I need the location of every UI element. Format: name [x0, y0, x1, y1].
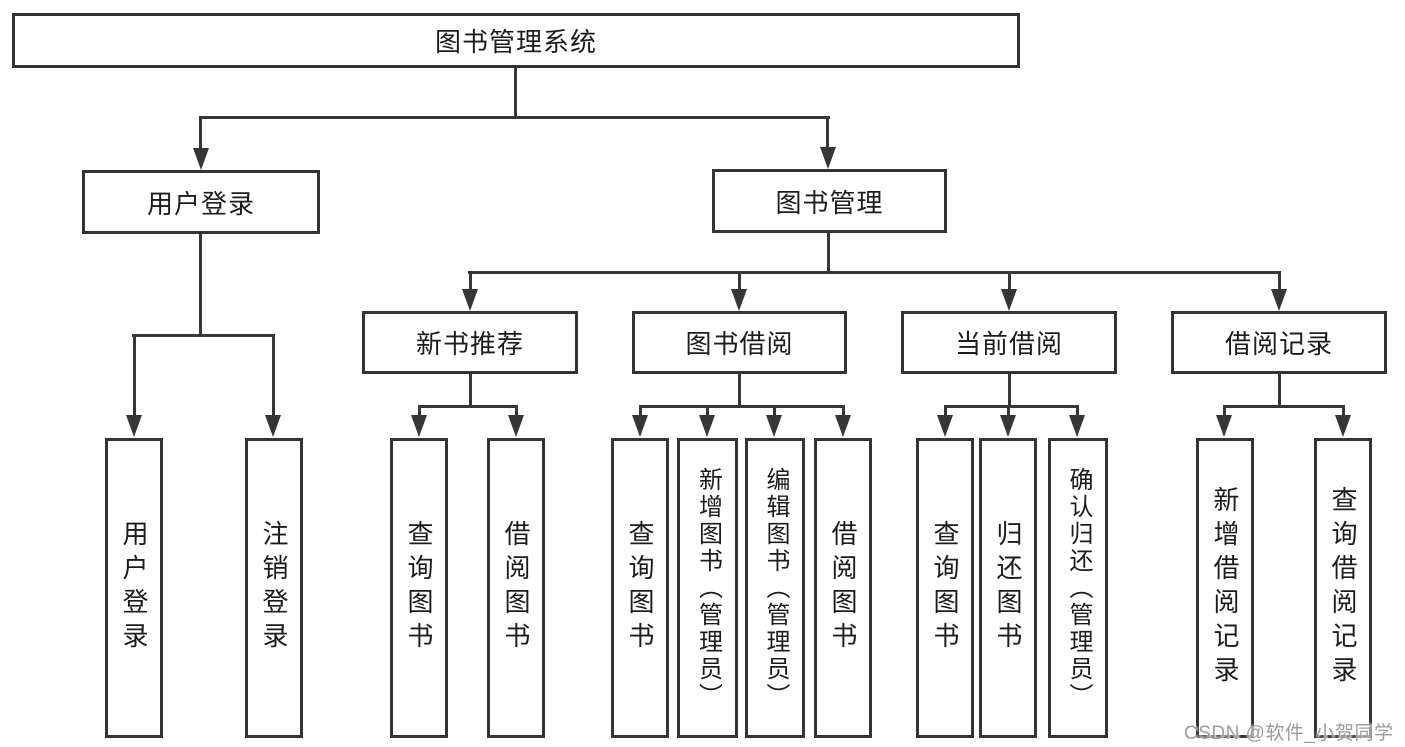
connector-line — [133, 334, 136, 416]
arrow-down-icon — [1271, 289, 1287, 311]
connector-line — [944, 405, 1078, 408]
node-book-management: 图书管理 — [712, 169, 947, 233]
arrow-down-icon — [835, 415, 851, 437]
connector-line — [1223, 405, 1344, 408]
node-leaf-borrow-books: 借阅图书 — [814, 438, 872, 738]
connector-line — [1007, 405, 1010, 417]
connector-line — [944, 405, 947, 417]
connector-line — [1008, 372, 1011, 407]
node-label: 借阅图书 — [828, 520, 858, 656]
node-leaf-user-login: 用户登录 — [105, 438, 163, 738]
node-label: 新书推荐 — [415, 329, 524, 359]
node-label: 借阅图书 — [501, 520, 531, 656]
connector-line — [199, 116, 202, 152]
node-leaf-confirm-return-admin: 确认归还（管理员） — [1048, 438, 1108, 738]
connector-line — [418, 405, 421, 417]
node-borrowing-records: 借阅记录 — [1171, 311, 1387, 374]
node-label: 编辑图书（管理员） — [762, 466, 789, 710]
node-label: 图书管理 — [775, 187, 884, 218]
node-leaf-query-books-current: 查询图书 — [916, 438, 974, 738]
node-leaf-logout: 注销登录 — [245, 438, 303, 738]
arrow-down-icon — [462, 289, 478, 311]
node-label: 新增借阅记录 — [1210, 486, 1240, 690]
csdn-watermark: CSDN @软件_小贺同学 — [1184, 723, 1394, 744]
connector-line — [515, 405, 518, 417]
arrow-down-icon — [937, 415, 953, 437]
node-label: 用户登录 — [119, 520, 149, 656]
connector-line — [469, 372, 472, 407]
arrow-down-icon — [265, 415, 281, 437]
node-label: 图书管理系统 — [434, 27, 597, 57]
connector-line — [132, 334, 275, 337]
arrow-down-icon — [1069, 415, 1085, 437]
connector-line — [199, 232, 202, 336]
node-label: 新增图书（管理员） — [694, 466, 722, 710]
connector-line — [639, 405, 844, 408]
connector-line — [1223, 405, 1226, 417]
node-new-book-recommend: 新书推荐 — [362, 311, 578, 374]
connector-line — [1278, 271, 1281, 291]
connector-line — [639, 405, 642, 417]
node-label: 确认归还（管理员） — [1065, 466, 1092, 710]
node-leaf-query-books-borrowing: 查询图书 — [611, 438, 669, 738]
node-leaf-add-borrow-record: 新增借阅记录 — [1196, 438, 1254, 738]
connector-line — [514, 66, 517, 118]
connector-line — [272, 334, 275, 416]
node-current-borrowing: 当前借阅 — [901, 311, 1117, 374]
arrow-down-icon — [508, 415, 524, 437]
arrow-down-icon — [731, 289, 747, 311]
node-leaf-borrow-books-recommend: 借阅图书 — [487, 438, 545, 738]
node-label: 查询图书 — [404, 520, 434, 656]
node-label: 借阅记录 — [1224, 329, 1333, 359]
arrow-down-icon — [1216, 415, 1232, 437]
node-leaf-edit-books-admin: 编辑图书（管理员） — [745, 438, 805, 738]
connector-line — [1076, 405, 1079, 417]
connector-line — [738, 372, 741, 407]
connector-line — [418, 405, 518, 408]
connector-line — [1278, 372, 1281, 407]
connector-line — [200, 116, 830, 119]
connector-line — [738, 271, 741, 291]
arrow-down-icon — [1001, 289, 1017, 311]
node-leaf-query-borrow-record: 查询借阅记录 — [1314, 438, 1372, 738]
arrow-down-icon — [1000, 415, 1016, 437]
node-book-borrowing: 图书借阅 — [632, 311, 847, 374]
node-user-login: 用户登录 — [82, 170, 320, 234]
connector-line — [706, 405, 709, 417]
node-label: 查询图书 — [930, 520, 960, 656]
node-leaf-add-books-admin: 新增图书（管理员） — [677, 438, 738, 738]
connector-line — [468, 271, 1281, 274]
arrow-down-icon — [766, 415, 782, 437]
node-label: 归还图书 — [993, 520, 1023, 656]
node-label: 当前借阅 — [954, 329, 1063, 359]
node-label: 查询图书 — [625, 520, 655, 656]
node-leaf-return-books: 归还图书 — [979, 438, 1037, 738]
connector-line — [827, 230, 830, 273]
connector-line — [1008, 271, 1011, 291]
arrow-down-icon — [632, 415, 648, 437]
connector-line — [469, 271, 472, 291]
connector-line — [826, 116, 829, 152]
connector-line — [1342, 405, 1345, 417]
arrow-down-icon — [126, 415, 142, 437]
arrow-down-icon — [699, 415, 715, 437]
node-label: 图书借阅 — [685, 329, 794, 359]
arrow-down-icon — [820, 147, 836, 169]
arrow-down-icon — [193, 148, 209, 170]
node-label: 注销登录 — [259, 520, 289, 656]
connector-line — [773, 405, 776, 417]
arrow-down-icon — [1335, 415, 1351, 437]
arrow-down-icon — [411, 415, 427, 437]
node-book-management-system: 图书管理系统 — [12, 13, 1020, 68]
connector-line — [842, 405, 845, 417]
node-label: 用户登录 — [146, 188, 255, 219]
node-label: 查询借阅记录 — [1328, 486, 1358, 690]
node-leaf-query-books-recommend: 查询图书 — [390, 438, 448, 738]
